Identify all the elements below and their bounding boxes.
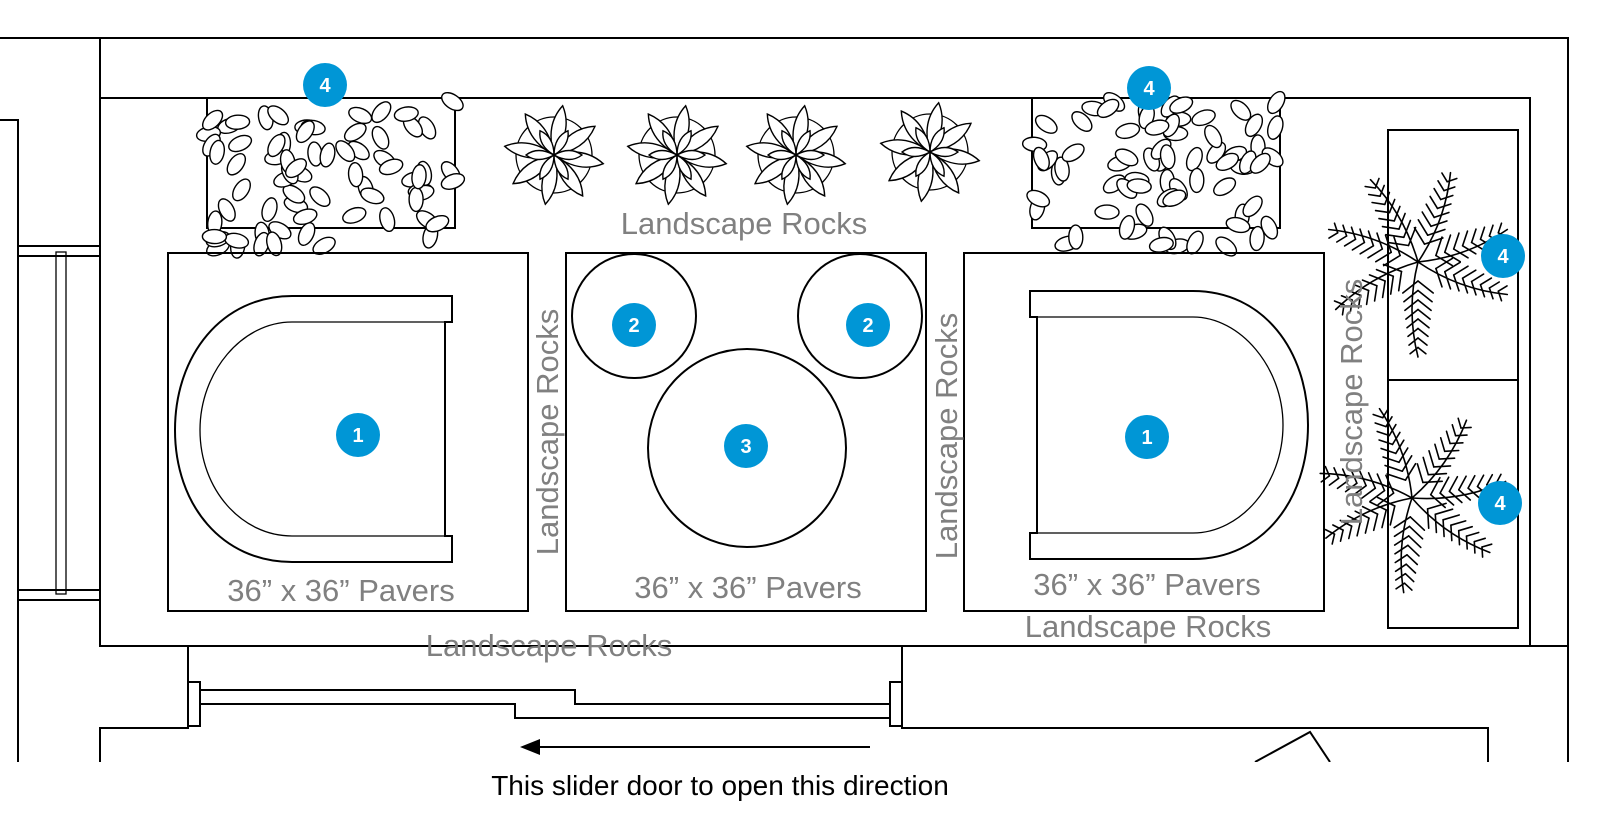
palm-icon [1319,407,1507,594]
svg-text:1: 1 [1141,427,1152,449]
paver-right [963,252,1325,612]
door-caption: This slider door to open this direction [491,770,949,801]
svg-text:2: 2 [628,315,639,337]
planter-left [195,92,466,259]
svg-text:4: 4 [1497,246,1509,268]
svg-text:4: 4 [1143,78,1155,100]
succulent-icon [626,104,728,206]
label-rocks-top: Landscape Rocks [621,206,867,241]
badge-table: 3 [724,424,768,468]
label-rocks-mid: Landscape Rocks [929,313,964,559]
stool-left [571,253,697,379]
succulent-icon [879,101,981,203]
succulent-icon [745,104,847,206]
label-rocks-bottom-left: Landscape Rocks [426,628,672,663]
succulent-icon [503,104,605,206]
chair-right [1029,290,1310,560]
succulent-row [503,101,981,206]
badge-chair-right: 1 [1125,415,1169,459]
svg-text:4: 4 [319,75,331,97]
badge-planter-left: 4 [303,63,347,107]
palm-planters [1319,129,1519,629]
paver-center [565,252,927,612]
walls [0,37,1569,762]
badge-stool-left: 2 [612,303,656,347]
stool-right [797,253,923,379]
palm-icon [1327,171,1509,358]
window-frame [55,251,67,595]
chair-left [173,295,453,563]
badge-palm-bottom: 4 [1478,481,1522,525]
label-rocks-left: Landscape Rocks [530,309,565,555]
badge-chair-left: 1 [336,413,380,457]
svg-text:4: 4 [1494,493,1506,515]
planter-right [1021,90,1286,257]
svg-text:1: 1 [352,425,363,447]
label-pavers-right: 36” x 36” Pavers [1033,567,1260,602]
badge-palm-top: 4 [1481,234,1525,278]
shrub-icon [1021,90,1286,257]
patio-outline [99,97,1531,647]
shrub-icon [195,92,466,259]
paver-left [167,252,529,612]
side-table [647,348,847,548]
slider-door [187,681,903,727]
label-rocks-bottom-right: Landscape Rocks [1025,609,1271,644]
badge-planter-right: 4 [1127,66,1171,110]
svg-text:2: 2 [862,315,873,337]
badge-stool-right: 2 [846,303,890,347]
label-pavers-center: 36” x 36” Pavers [634,570,861,605]
label-pavers-left: 36” x 36” Pavers [227,573,454,608]
palm-icon [1319,171,1509,594]
svg-text:3: 3 [740,436,751,458]
label-rocks-right: Landscape Rocks [1334,279,1369,525]
arrow-left-icon [520,739,870,755]
